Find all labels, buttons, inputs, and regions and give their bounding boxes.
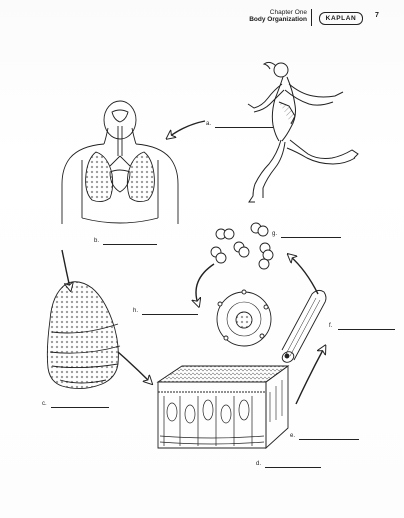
answer-blank-a[interactable] (215, 127, 273, 128)
label-a: a. (206, 121, 212, 127)
arrow-runner-to-torso (169, 120, 206, 137)
atom-figure (216, 289, 272, 347)
label-h: h. (133, 308, 139, 314)
arrow-torso-to-lung (61, 249, 70, 288)
kaplan-logo: KAPLAN (319, 12, 363, 25)
label-d: d. (256, 461, 262, 467)
tissue-block-figure (156, 365, 290, 450)
label-b: b. (94, 238, 100, 244)
arrow-tissue-to-fiber (295, 348, 324, 405)
molecules-figure (210, 222, 274, 270)
section-title: Body Organization (249, 16, 307, 23)
chapter-title: Chapter One (269, 9, 307, 16)
answer-blank-h[interactable] (142, 314, 198, 315)
answer-blank-d[interactable] (265, 467, 321, 468)
arrow-lung-to-tissue (117, 351, 150, 382)
answer-blank-f[interactable] (338, 329, 395, 330)
lung-figure (46, 281, 121, 389)
answer-blank-g[interactable] (281, 237, 341, 238)
answer-blank-e[interactable] (299, 439, 359, 440)
label-c: c. (42, 401, 47, 407)
answer-blank-b[interactable] (103, 244, 157, 245)
label-g: g. (272, 231, 278, 237)
label-e: e. (290, 433, 296, 439)
answer-blank-c[interactable] (51, 407, 109, 408)
label-f: f. (329, 323, 333, 329)
header-divider (311, 9, 312, 26)
arrow-fiber-to-molecules (290, 256, 319, 295)
muscle-fiber-figure (281, 289, 327, 363)
runner-figure (247, 61, 359, 203)
human-torso-figure (61, 100, 179, 224)
page-number: 7 (375, 12, 379, 19)
arrow-molecules-to-atom (196, 263, 215, 304)
